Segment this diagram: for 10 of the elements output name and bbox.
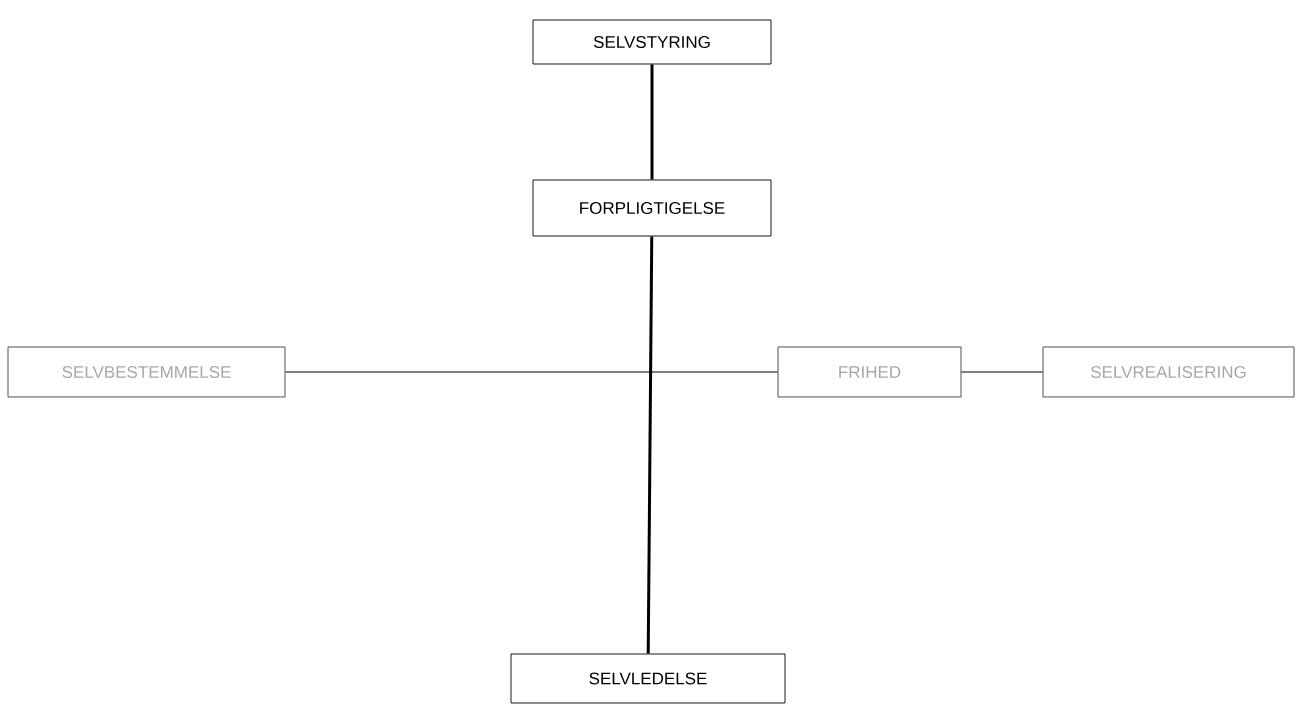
connector-line (284, 371, 779, 373)
text-box: SELVREALISERING (1042, 346, 1295, 398)
connector-line (646, 236, 654, 654)
text-box: FORPLIGTIGELSE (532, 179, 772, 237)
text-box: SELVSTYRING (532, 19, 772, 65)
text-box: SELVLEDELSE (510, 653, 786, 704)
text-box: FRIHED (777, 346, 962, 398)
text-box: SELVBESTEMMELSE (7, 346, 286, 398)
connector-line (960, 371, 1044, 373)
connector-line (650, 64, 654, 180)
